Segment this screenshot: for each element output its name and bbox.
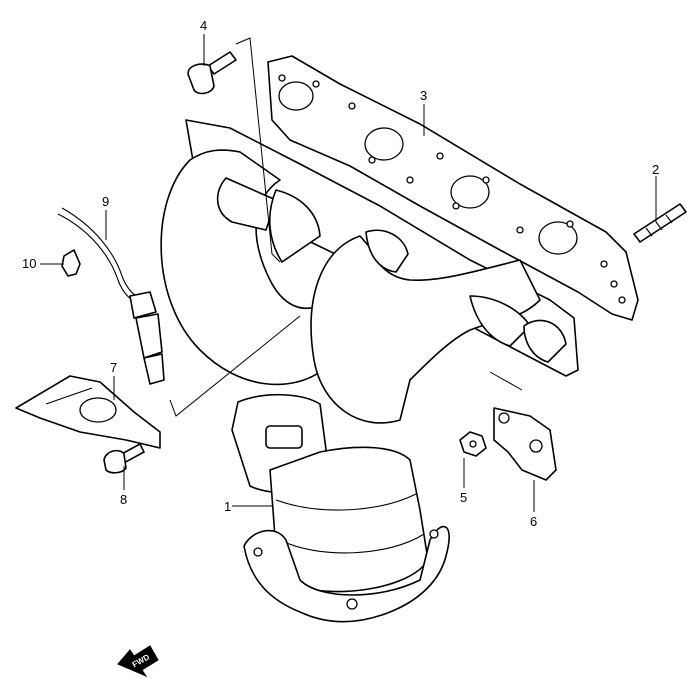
callout-9: 9 xyxy=(102,194,109,209)
callout-10: 10 xyxy=(22,256,36,271)
callout-5: 5 xyxy=(460,490,467,505)
oxygen-sensor xyxy=(57,207,165,385)
heat-shield xyxy=(15,375,161,449)
bracket xyxy=(493,407,557,481)
sensor-clip xyxy=(61,249,81,277)
nut xyxy=(459,431,487,457)
stud xyxy=(633,203,687,243)
bolt-upper xyxy=(187,51,237,95)
callout-1: 1 xyxy=(224,499,231,514)
callout-8: 8 xyxy=(120,492,127,507)
manifold-gasket xyxy=(267,55,639,321)
callout-3: 3 xyxy=(420,88,427,103)
bolt-lower xyxy=(103,443,145,474)
callout-6: 6 xyxy=(530,514,537,529)
callout-7: 7 xyxy=(110,360,117,375)
callout-4: 4 xyxy=(200,18,207,33)
callout-leaders xyxy=(40,34,657,512)
assembly-lines xyxy=(169,37,523,417)
callout-2: 2 xyxy=(652,162,659,177)
forward-arrow-icon: FWD xyxy=(117,645,159,678)
